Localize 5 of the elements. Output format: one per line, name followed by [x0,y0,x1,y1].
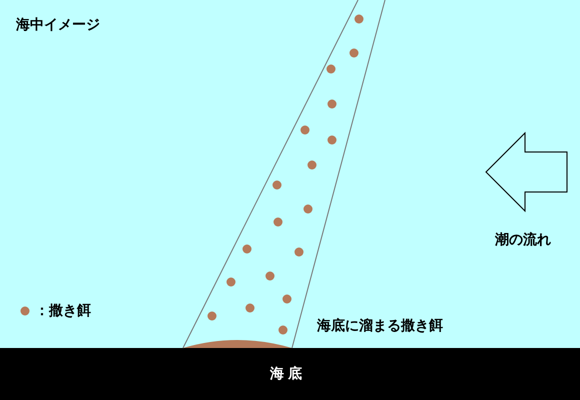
legend-label: ：撒き餌 [35,303,91,320]
settled-bait-label: 海底に溜まる撒き餌 [317,318,443,335]
title: 海中イメージ [16,17,100,34]
seabed-label: 海底 [270,366,306,383]
current-label: 潮の流れ [495,232,551,249]
